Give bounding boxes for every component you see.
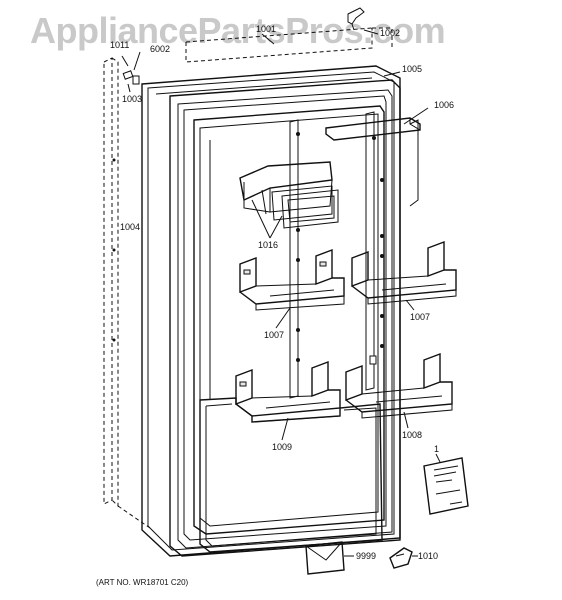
label-1002: 1002 xyxy=(380,28,400,38)
part-1008-lower-right-bin xyxy=(345,352,453,419)
part-1002-hinge xyxy=(347,7,365,31)
part-1009-lower-left-bin xyxy=(235,360,341,423)
leader-lines xyxy=(121,29,441,557)
part-1006-top-bin xyxy=(325,117,421,207)
part-1010-door-stop xyxy=(389,547,413,569)
label-1003: 1003 xyxy=(122,94,142,104)
part-1016-dairy-compartment xyxy=(239,161,339,229)
part-1007-right-shelf-bin xyxy=(351,240,457,305)
part-1007-left-shelf-bin xyxy=(239,248,345,311)
label-1: 1 xyxy=(434,444,439,454)
label-1007-right: 1007 xyxy=(410,312,430,322)
label-1011: 1011 xyxy=(110,40,129,50)
part-1001-dashed-outline xyxy=(185,27,393,63)
label-9999: 9999 xyxy=(356,551,376,561)
door-bottom-panel xyxy=(199,397,383,553)
watermark-text: AppliancePartsPros.com xyxy=(30,10,446,51)
label-1008: 1008 xyxy=(402,430,422,440)
label-1005: 1005 xyxy=(402,64,422,74)
label-1004: 1004 xyxy=(120,222,140,232)
door-gasket xyxy=(169,79,401,557)
part-1-owners-manual xyxy=(423,457,469,515)
label-1009: 1009 xyxy=(272,442,292,452)
part-1004-door-strip xyxy=(103,57,151,529)
part-9999-envelope xyxy=(305,541,345,575)
label-6002: 6002 xyxy=(150,44,170,54)
label-1006: 1006 xyxy=(434,100,454,110)
label-1001: 1001 xyxy=(256,24,276,34)
label-1007-left: 1007 xyxy=(264,330,284,340)
art-number: (ART NO. WR18701 C20) xyxy=(96,578,189,587)
part-1005-outer-door xyxy=(141,65,401,557)
label-1016: 1016 xyxy=(258,240,278,250)
part-1003-hinge-pin xyxy=(122,70,140,85)
label-1010: 1010 xyxy=(418,551,438,561)
door-inner-liner xyxy=(193,105,385,535)
